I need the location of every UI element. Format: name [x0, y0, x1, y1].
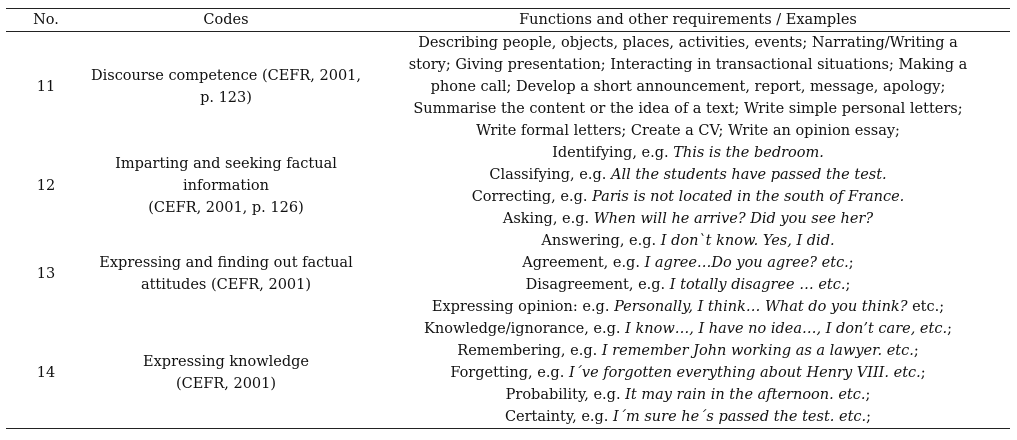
function-suffix: ;: [947, 321, 952, 337]
row-number: 12: [36, 178, 56, 194]
function-text: Answering, e.g.: [541, 233, 661, 249]
function-suffix: ;: [845, 277, 851, 293]
header-row: No. Codes Functions and other requiremen…: [6, 8, 1010, 32]
function-text: phone call; Develop a short announcement…: [430, 79, 946, 95]
function-text: Asking, e.g.: [502, 211, 594, 227]
function-text: Probability, e.g.: [505, 387, 626, 403]
code-line: Discourse competence (CEFR, 2001,: [90, 68, 362, 84]
function-text: Identifying, e.g.: [552, 145, 674, 161]
function-example: All the students have passed the test.: [610, 167, 887, 183]
function-text: Remembering, e.g.: [457, 343, 602, 359]
function-example: I´m sure he´s passed the test. etc.: [613, 409, 867, 425]
function-example: I know…, I have no idea…, I don’t care, …: [625, 321, 948, 337]
function-suffix: ;: [848, 255, 854, 271]
functions-cell: Knowledge/ignorance, e.g. I know…, I hav…: [366, 318, 1010, 429]
function-line: Remembering, e.g. I remember John workin…: [370, 340, 1006, 362]
function-text: Forgetting, e.g.: [450, 365, 569, 381]
table-header: No. Codes Functions and other requiremen…: [6, 8, 1010, 32]
function-example: I totally disagree … etc.: [669, 277, 846, 293]
row-number: 14: [6, 318, 86, 429]
function-line: Describing people, objects, places, acti…: [370, 32, 1006, 54]
functions-cell: Describing people, objects, places, acti…: [366, 32, 1010, 143]
table-body: 11 Discourse competence (CEFR, 2001, p. 12…: [6, 32, 1010, 429]
function-suffix: ;: [865, 387, 871, 403]
function-line: Certainty, e.g. I´m sure he´s passed the…: [370, 406, 1006, 428]
code-line: Expressing knowledge: [143, 354, 309, 370]
function-line: Expressing opinion: e.g. Personally, I t…: [370, 296, 1006, 318]
function-example: When will he arrive? Did you see her?: [593, 211, 874, 227]
table-row: 13 Expressing and finding out factual atti…: [6, 230, 1010, 318]
function-line: Disagreement, e.g. I totally disagree … …: [370, 274, 1006, 296]
code-line: information: [183, 178, 269, 194]
function-line: phone call; Develop a short announcement…: [370, 76, 1006, 98]
code-line: Expressing and finding out factual: [99, 255, 353, 271]
functions-cell: Answering, e.g. I don`t know. Yes, I did…: [366, 230, 1010, 318]
function-text: Describing people, objects, places, acti…: [418, 35, 958, 51]
function-text: Correcting, e.g.: [471, 189, 593, 205]
function-example: It may rain in the afternoon. etc.: [625, 387, 866, 403]
function-text: Summarise the content or the idea of a t…: [413, 101, 963, 117]
table-row: 14 Expressing knowledge (CEFR, 2001) Knowle…: [6, 318, 1010, 429]
function-example: Personally, I think… What do you think?: [614, 299, 908, 315]
header-codes: Codes: [86, 8, 366, 32]
function-line: Forgetting, e.g. I´ve forgotten everythi…: [370, 362, 1006, 384]
function-text: Disagreement, e.g.: [525, 277, 670, 293]
function-text: story; Giving presentation; Interacting …: [408, 57, 968, 73]
function-text: Classifying, e.g.: [489, 167, 611, 183]
code-line: (CEFR, 2001, p. 126): [148, 200, 304, 216]
functions-table: No. Codes Functions and other requiremen…: [6, 8, 1010, 429]
header-no: No.: [6, 8, 86, 32]
code-line: attitudes (CEFR, 2001): [140, 277, 312, 293]
row-number: 11: [36, 79, 56, 95]
code-line: p. 123): [200, 90, 252, 106]
code-line: (CEFR, 2001): [175, 376, 277, 392]
function-line: Correcting, e.g. Paris is not located in…: [370, 186, 1006, 208]
function-example: Paris is not located in the south of Fra…: [592, 189, 905, 205]
function-line: Write formal letters; Create a CV; Write…: [370, 120, 1006, 142]
function-line: story; Giving presentation; Interacting …: [370, 54, 1006, 76]
function-line: Asking, e.g. When will he arrive? Did yo…: [370, 208, 1006, 230]
header-functions: Functions and other requirements / Examp…: [366, 8, 1010, 32]
function-line: Summarise the content or the idea of a t…: [370, 98, 1006, 120]
function-line: Probability, e.g. It may rain in the aft…: [370, 384, 1006, 406]
table-row: 12 Imparting and seeking factual informati…: [6, 142, 1010, 230]
function-example: I don`t know. Yes, I did.: [660, 233, 835, 249]
function-text: Agreement, e.g.: [522, 255, 645, 271]
function-example: I remember John working as a lawyer. etc…: [601, 343, 914, 359]
code-line: Imparting and seeking factual: [115, 156, 337, 172]
code-cell: Imparting and seeking factual information…: [86, 142, 366, 230]
function-text: Certainty, e.g.: [504, 409, 614, 425]
function-suffix: ;: [913, 343, 919, 359]
function-text: Write formal letters; Create a CV; Write…: [476, 123, 900, 139]
function-suffix: etc.;: [907, 299, 945, 315]
row-number: 13: [36, 266, 56, 282]
function-example: I´ve forgotten everything about Henry VI…: [568, 365, 921, 381]
code-cell: Expressing and finding out factual attitu…: [86, 230, 366, 318]
function-suffix: ;: [866, 409, 872, 425]
function-line: Knowledge/ignorance, e.g. I know…, I hav…: [370, 318, 1006, 340]
code-cell: Expressing knowledge (CEFR, 2001): [86, 318, 366, 429]
functions-cell: Identifying, e.g. This is the bedroom.Cl…: [366, 142, 1010, 230]
function-text: Expressing opinion: e.g.: [431, 299, 615, 315]
function-text: Knowledge/ignorance, e.g.: [424, 321, 626, 337]
function-suffix: ;: [920, 365, 926, 381]
table-row: 11 Discourse competence (CEFR, 2001, p. 12…: [6, 32, 1010, 143]
function-line: Agreement, e.g. I agree…Do you agree? et…: [370, 252, 1006, 274]
function-example: This is the bedroom.: [673, 145, 824, 161]
function-line: Classifying, e.g. All the students have …: [370, 164, 1006, 186]
function-line: Identifying, e.g. This is the bedroom.: [370, 142, 1006, 164]
function-example: I agree…Do you agree? etc.: [644, 255, 849, 271]
code-cell: Discourse competence (CEFR, 2001, p. 123): [86, 32, 366, 143]
document-page: No. Codes Functions and other requiremen…: [6, 8, 1010, 429]
function-line: Answering, e.g. I don`t know. Yes, I did…: [370, 230, 1006, 252]
